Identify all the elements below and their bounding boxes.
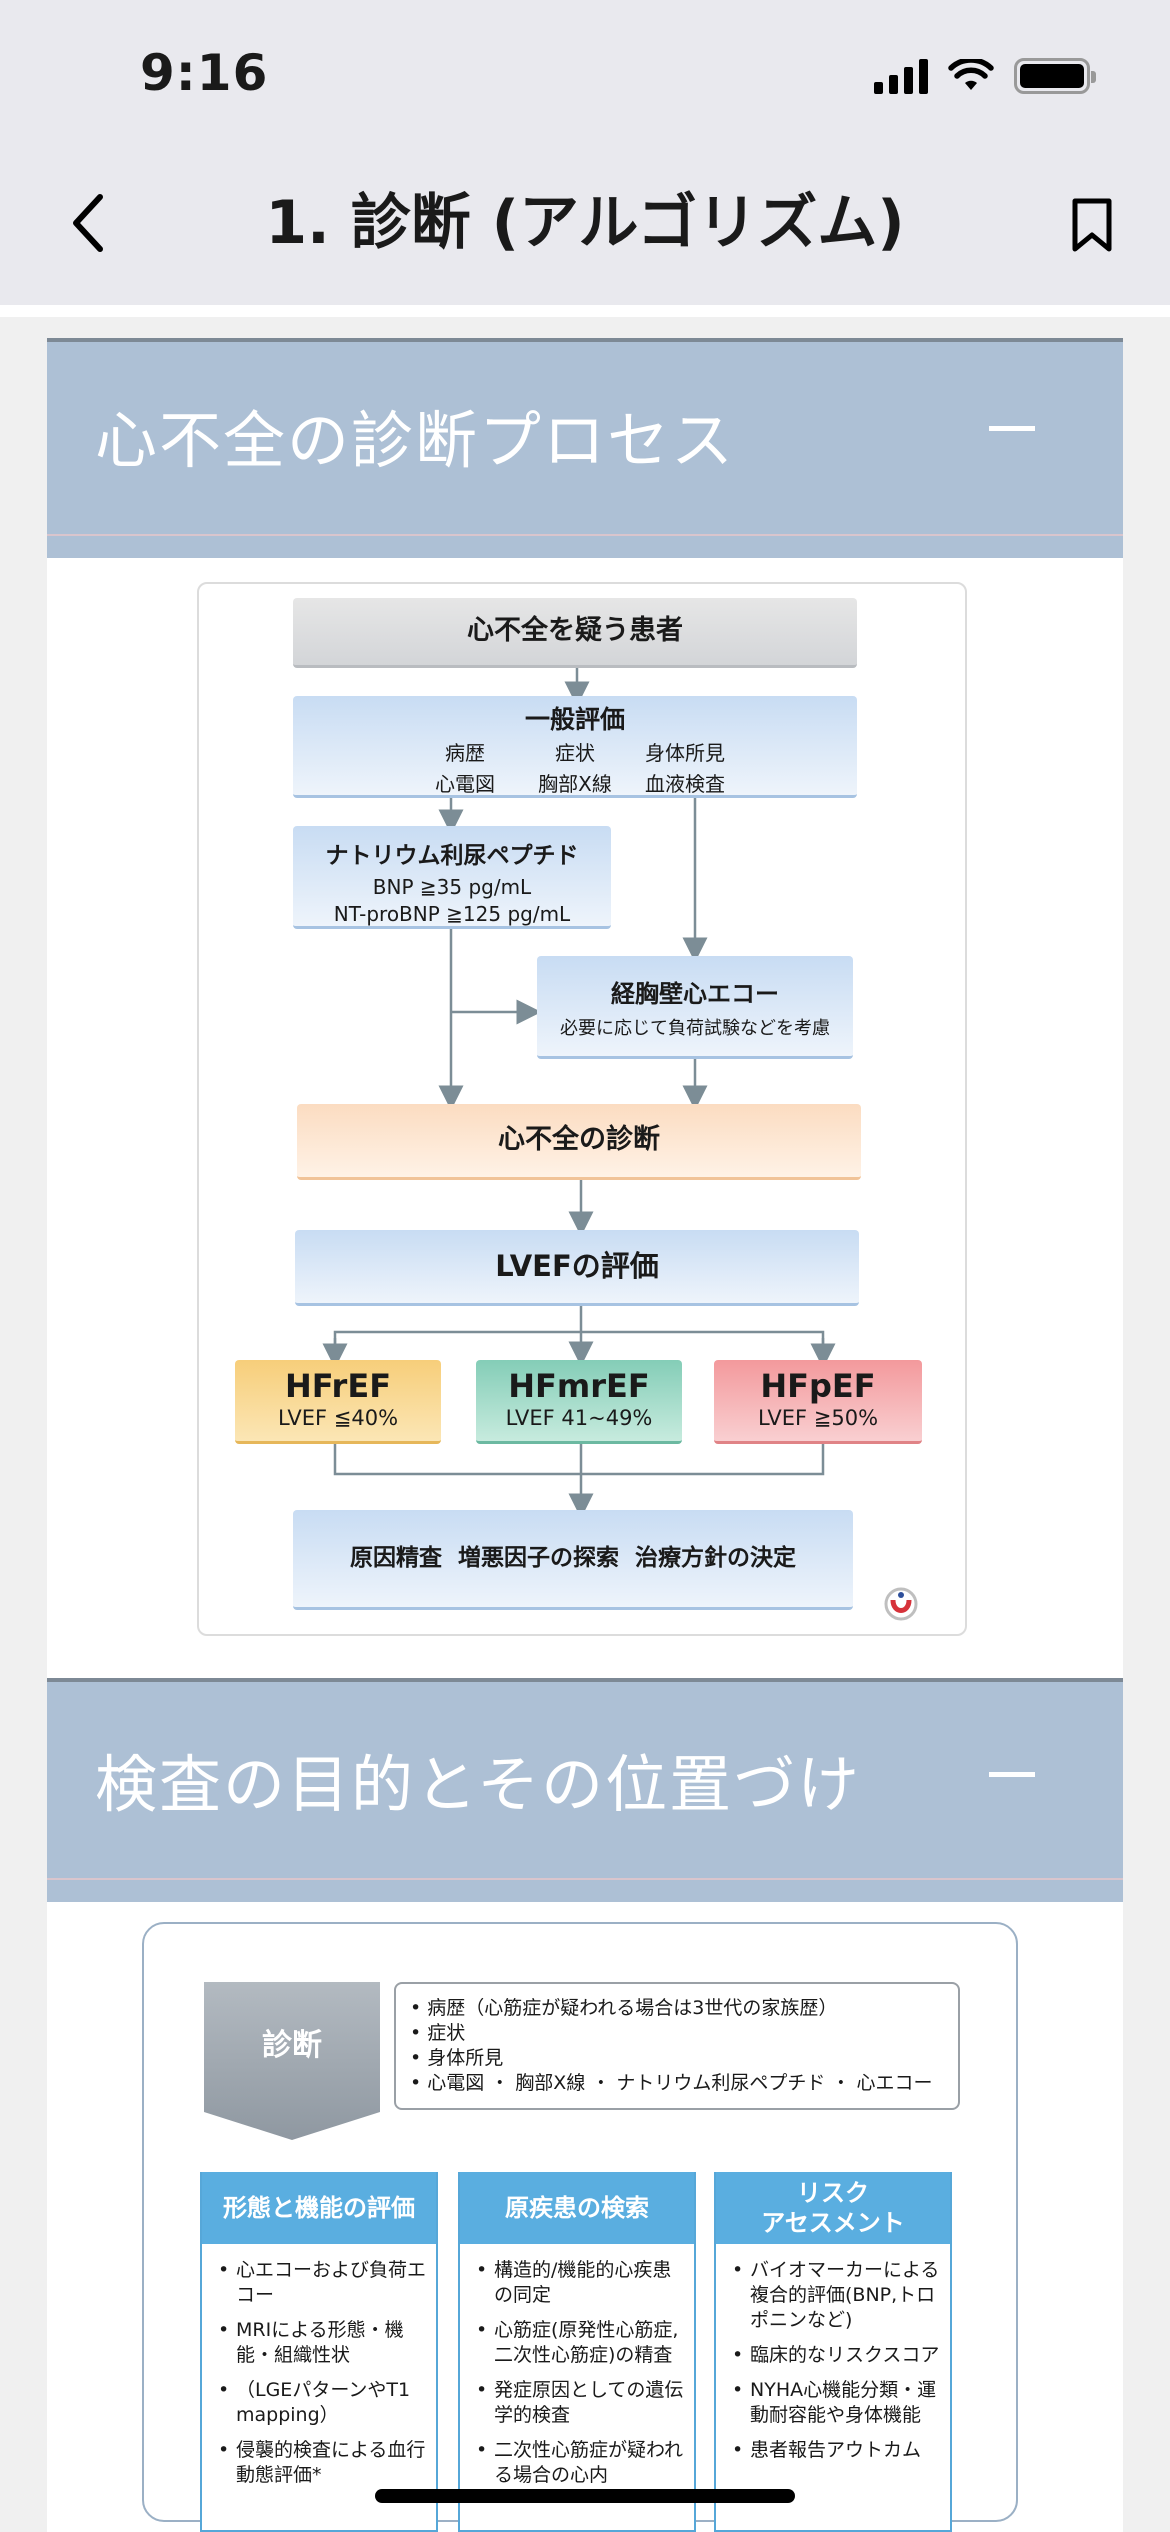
status-icons	[874, 58, 1096, 94]
diag-item: 身体所見	[410, 2046, 944, 2071]
hf-diagnosis-label: 心不全の診断	[498, 1124, 660, 1155]
column-risk-assessment: リスク アセスメント バイオマーカーによる複合的評価(BNP,トロポニンなど) …	[714, 2172, 952, 2532]
section-title: 検査の目的とその位置づけ	[95, 1748, 862, 1821]
hf-diagnosis-box: 心不全の診断	[297, 1104, 861, 1180]
nav-divider	[0, 305, 1170, 317]
column-item: MRIによる形態・機能・組織性状	[218, 2318, 426, 2368]
hfref-box: HFrEF LVEF ≦40%	[235, 1360, 441, 1444]
battery-icon	[1014, 58, 1096, 94]
lvef-box: LVEFの評価	[295, 1230, 859, 1306]
bookmark-icon	[1072, 198, 1112, 252]
hfref-sub: LVEF ≦40%	[277, 1406, 399, 1430]
status-time: 9:16	[140, 44, 269, 102]
ntprobnp-threshold: NT-proBNP ≧125 pg/mL	[333, 902, 571, 926]
natriuretic-title: ナトリウム利尿ペプチド	[325, 843, 579, 869]
section-header[interactable]: 検査の目的とその位置づけ	[47, 1678, 1123, 1902]
home-indicator[interactable]	[375, 2489, 795, 2503]
diagnosis-label: 診断	[262, 2028, 322, 2063]
diag-item: 心電図 ・ 胸部X線 ・ ナトリウム利尿ペプチド ・ 心エコー	[410, 2071, 944, 2096]
echo-box: 経胸壁心エコー 必要に応じて負荷試験などを考慮	[537, 956, 853, 1059]
column-underlying-disease: 原疾患の検索 構造的/機能的心疾患の同定 心筋症(原発性心筋症,二次性心筋症)の…	[458, 2172, 696, 2532]
column-item: 構造的/機能的心疾患の同定	[476, 2258, 684, 2308]
wifi-icon	[948, 59, 994, 90]
column-item: 発症原因としての遺伝学的検査	[476, 2378, 684, 2428]
column-item: NYHA心機能分類・運動耐容能や身体機能	[732, 2378, 940, 2428]
lvef-label: LVEFの評価	[495, 1249, 659, 1283]
bnp-threshold: BNP ≧35 pg/mL	[372, 875, 532, 899]
diag-item: 症状	[410, 2021, 944, 2046]
natriuretic-peptide-box: ナトリウム利尿ペプチド BNP ≧35 pg/mL NT-proBNP ≧125…	[293, 826, 611, 929]
column-title: リスク アセスメント	[716, 2172, 950, 2244]
column-item: 臨床的なリスクスコア	[732, 2343, 940, 2368]
column-item: （LGEパターンやT1 mapping）	[218, 2378, 426, 2428]
suspect-patient-box: 心不全を疑う患者	[293, 598, 857, 668]
diagnosis-items: 病歴（心筋症が疑われる場合は3世代の家族歴） 症状 身体所見 心電図 ・ 胸部X…	[394, 1982, 960, 2110]
final-steps-label: 原因精査 増悪因子の探索 治療方針の決定	[349, 1545, 797, 1571]
column-item: 心筋症(原発性心筋症,二次性心筋症)の精査	[476, 2318, 684, 2368]
section-test-purpose: 検査の目的とその位置づけ 診断 病歴（心筋症が疑われる場合は3世代の家族歴） 症…	[47, 1678, 1123, 2532]
hfpef-title: HFpEF	[760, 1367, 876, 1405]
column-item: 心エコーおよび負荷エコー	[218, 2258, 426, 2308]
chevron-left-icon	[73, 194, 103, 252]
section-body: 診断 病歴（心筋症が疑われる場合は3世代の家族歴） 症状 身体所見 心電図 ・ …	[47, 1902, 1123, 2532]
general-item: 心電図	[435, 772, 495, 796]
column-item: バイオマーカーによる複合的評価(BNP,トロポニンなど)	[732, 2258, 940, 2333]
flowchart: 心不全を疑う患者 一般評価 病歴 症状 身体所見 心電図 胸部X線 血液検査 ナ…	[197, 582, 967, 1636]
column-morphology-function: 形態と機能の評価 心エコーおよび負荷エコー MRIによる形態・機能・組織性状 （…	[200, 2172, 438, 2532]
section-diagnosis-process: 心不全の診断プロセス	[47, 338, 1123, 1678]
column-title-line: アセスメント	[761, 2209, 905, 2237]
test-purpose-card: 診断 病歴（心筋症が疑われる場合は3世代の家族歴） 症状 身体所見 心電図 ・ …	[142, 1922, 1018, 2532]
column-item: 患者報告アウトカム	[732, 2438, 940, 2463]
general-item: 身体所見	[645, 741, 725, 765]
header-line	[47, 534, 1123, 536]
page-title: 1. 診断 (アルゴリズム)	[265, 188, 905, 258]
final-steps-box: 原因精査 増悪因子の探索 治療方針の決定	[293, 1510, 853, 1610]
section-title: 心不全の診断プロセス	[95, 404, 736, 477]
diag-item: 病歴（心筋症が疑われる場合は3世代の家族歴）	[410, 1996, 944, 2021]
column-item: 二次性心筋症が疑われる場合の心内	[476, 2438, 684, 2488]
hfref-title: HFrEF	[284, 1367, 392, 1405]
hfmref-title: HFmrEF	[508, 1367, 650, 1405]
header-line	[47, 1878, 1123, 1880]
echo-title: 経胸壁心エコー	[611, 980, 779, 1008]
hfpef-sub: LVEF ≧50%	[757, 1406, 879, 1430]
general-item: 血液検査	[645, 772, 725, 796]
hfmref-sub: LVEF 41~49%	[505, 1406, 653, 1430]
hfmref-box: HFmrEF LVEF 41~49%	[476, 1360, 682, 1444]
section-body: 心不全を疑う患者 一般評価 病歴 症状 身体所見 心電図 胸部X線 血液検査 ナ…	[47, 558, 1123, 1678]
general-eval-title: 一般評価	[524, 705, 625, 734]
section-header[interactable]: 心不全の診断プロセス	[47, 338, 1123, 558]
collapse-minus-icon[interactable]	[989, 1772, 1035, 1777]
top-bar: 9:16 1. 診断 (アルゴリズム)	[0, 0, 1170, 305]
general-eval-box: 一般評価 病歴 症状 身体所見 心電図 胸部X線 血液検査	[293, 696, 857, 798]
column-title-line: リスク	[797, 2179, 869, 2207]
general-eval-items: 病歴 症状 身体所見 心電図 胸部X線 血液検査	[410, 738, 740, 800]
flow-arrows	[322, 668, 836, 1519]
column-title: 形態と機能の評価	[202, 2172, 436, 2244]
diagnosis-badge	[204, 1982, 380, 2140]
suspect-label: 心不全を疑う患者	[467, 615, 683, 646]
general-item: 病歴	[445, 741, 485, 765]
publisher-logo-icon	[884, 1587, 918, 1621]
back-button[interactable]	[58, 188, 118, 258]
general-item: 症状	[555, 741, 595, 765]
column-item: 侵襲的検査による血行動態評価*	[218, 2438, 426, 2488]
cellular-signal-icon	[874, 58, 928, 94]
hfpef-box: HFpEF LVEF ≧50%	[714, 1360, 922, 1444]
echo-sub: 必要に応じて負荷試験などを考慮	[560, 1018, 830, 1039]
column-title: 原疾患の検索	[460, 2172, 694, 2244]
general-item: 胸部X線	[538, 772, 612, 796]
bookmark-button[interactable]	[1062, 190, 1122, 260]
collapse-minus-icon[interactable]	[989, 426, 1035, 431]
